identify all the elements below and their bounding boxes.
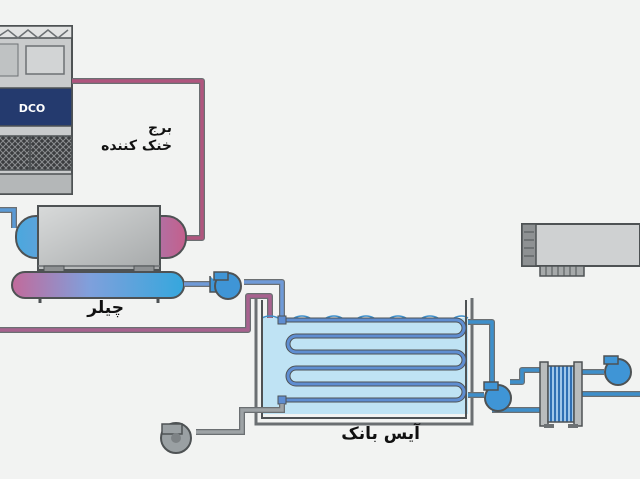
ice-water-pipe bbox=[468, 319, 640, 413]
chiller-label: چیلر bbox=[87, 298, 124, 318]
heat-exchanger bbox=[539, 361, 583, 428]
ice-bank-pump bbox=[160, 422, 192, 454]
condenser-water-pipe bbox=[72, 78, 205, 241]
cooling-tower-label-line1: برج bbox=[147, 120, 172, 136]
chilled-water-pipe bbox=[0, 279, 285, 333]
compressor-box bbox=[37, 205, 161, 271]
chiller-pump bbox=[209, 271, 242, 300]
tower-supply-pipe bbox=[0, 207, 17, 228]
tower-logo-panel bbox=[0, 87, 73, 127]
cooling-tower-label-line2: خنک کننده bbox=[101, 138, 172, 154]
air-handling-unit bbox=[521, 223, 640, 277]
tower-mesh bbox=[0, 135, 73, 171]
secondary-pump bbox=[603, 355, 632, 386]
cooling-tower: DCO bbox=[0, 25, 73, 195]
ice-water-pump bbox=[483, 381, 512, 412]
water-surface bbox=[261, 315, 469, 321]
cooling-tower-label: برج خنک کننده bbox=[92, 119, 172, 155]
tower-logo-text: DCO bbox=[19, 102, 46, 115]
chiller-unit bbox=[11, 205, 187, 303]
ice-bank-return-pipe bbox=[196, 404, 285, 435]
evaporator-shell bbox=[11, 271, 185, 299]
ice-bank-tank bbox=[254, 298, 474, 426]
ice-bank-label: آیس بانک bbox=[341, 424, 420, 444]
